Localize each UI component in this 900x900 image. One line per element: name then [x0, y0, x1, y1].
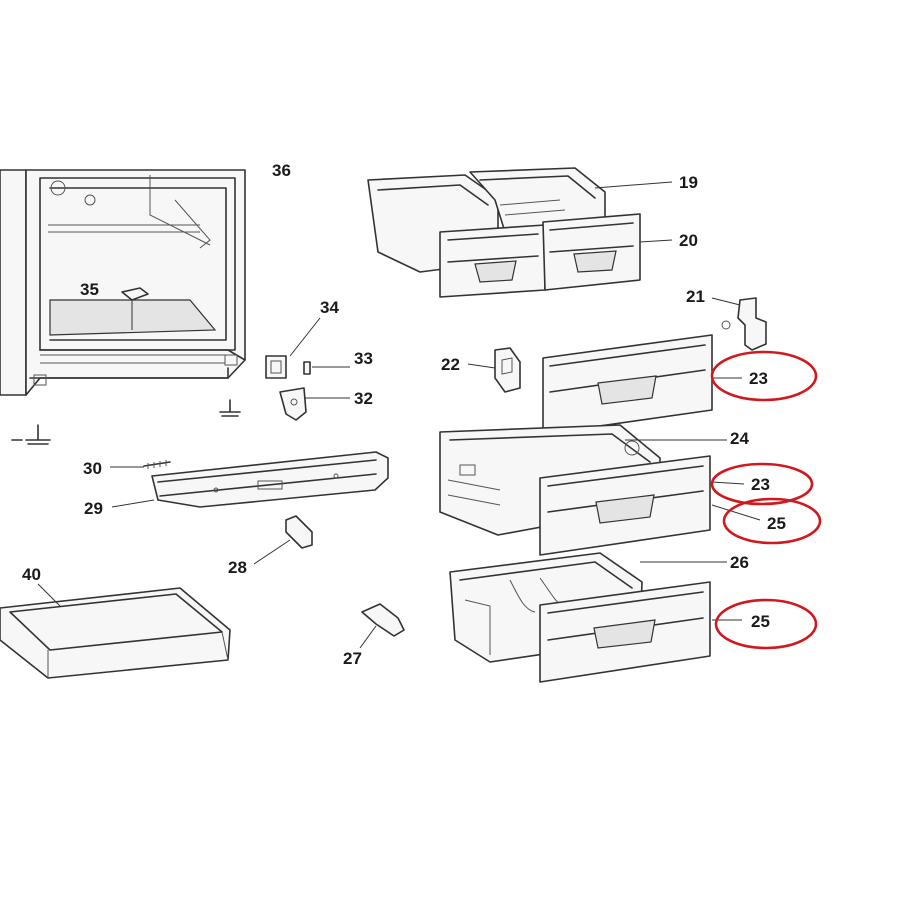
- callout-35: 35: [80, 280, 99, 299]
- callout-26: 26: [730, 553, 749, 572]
- part-22: [467, 347, 521, 393]
- part-32: [279, 387, 350, 421]
- highlight-25-bottom: [714, 598, 818, 650]
- drawer-front-23-top: [542, 334, 713, 435]
- part-28: [253, 515, 313, 565]
- callout-36: 36: [272, 161, 291, 180]
- callout-33: 33: [354, 349, 373, 368]
- callout-24: 24: [730, 429, 749, 448]
- callout-32: 32: [354, 389, 373, 408]
- part-40: [0, 583, 231, 679]
- part-21: [711, 297, 767, 351]
- callout-labels: 19 20 21 22 23 24 23 25 26 25 27 28 29 3…: [22, 161, 786, 668]
- callout-34: 34: [320, 298, 339, 317]
- leader-lines: [594, 181, 761, 621]
- drawer-front-23-middle: [539, 455, 711, 556]
- callout-27: 27: [343, 649, 362, 668]
- part-35: [121, 287, 149, 330]
- part-30: [110, 460, 171, 469]
- callout-28: 28: [228, 558, 247, 577]
- highlight-23-middle: [710, 462, 814, 506]
- drawer-front-20: [439, 213, 641, 298]
- callout-22: 22: [441, 355, 460, 374]
- callout-21: 21: [686, 287, 705, 306]
- callout-20: 20: [679, 231, 698, 250]
- part-33: [303, 361, 350, 375]
- callout-23-top: 23: [749, 369, 768, 388]
- highlight-25-middle: [722, 497, 822, 545]
- part-29: [111, 451, 389, 508]
- callout-23-middle: 23: [751, 475, 770, 494]
- fridge-cabinet: [0, 169, 246, 445]
- part-34: [265, 317, 321, 379]
- callout-19: 19: [679, 173, 698, 192]
- part-27: [359, 603, 405, 649]
- callout-25-bottom: 25: [751, 612, 770, 631]
- highlight-23-top: [710, 350, 818, 402]
- callout-30: 30: [83, 459, 102, 478]
- highlight-ellipses: [710, 350, 822, 650]
- callout-29: 29: [84, 499, 103, 518]
- callout-25-middle: 25: [767, 514, 786, 533]
- drawer-front-25-bottom: [539, 581, 711, 683]
- callout-40: 40: [22, 565, 41, 584]
